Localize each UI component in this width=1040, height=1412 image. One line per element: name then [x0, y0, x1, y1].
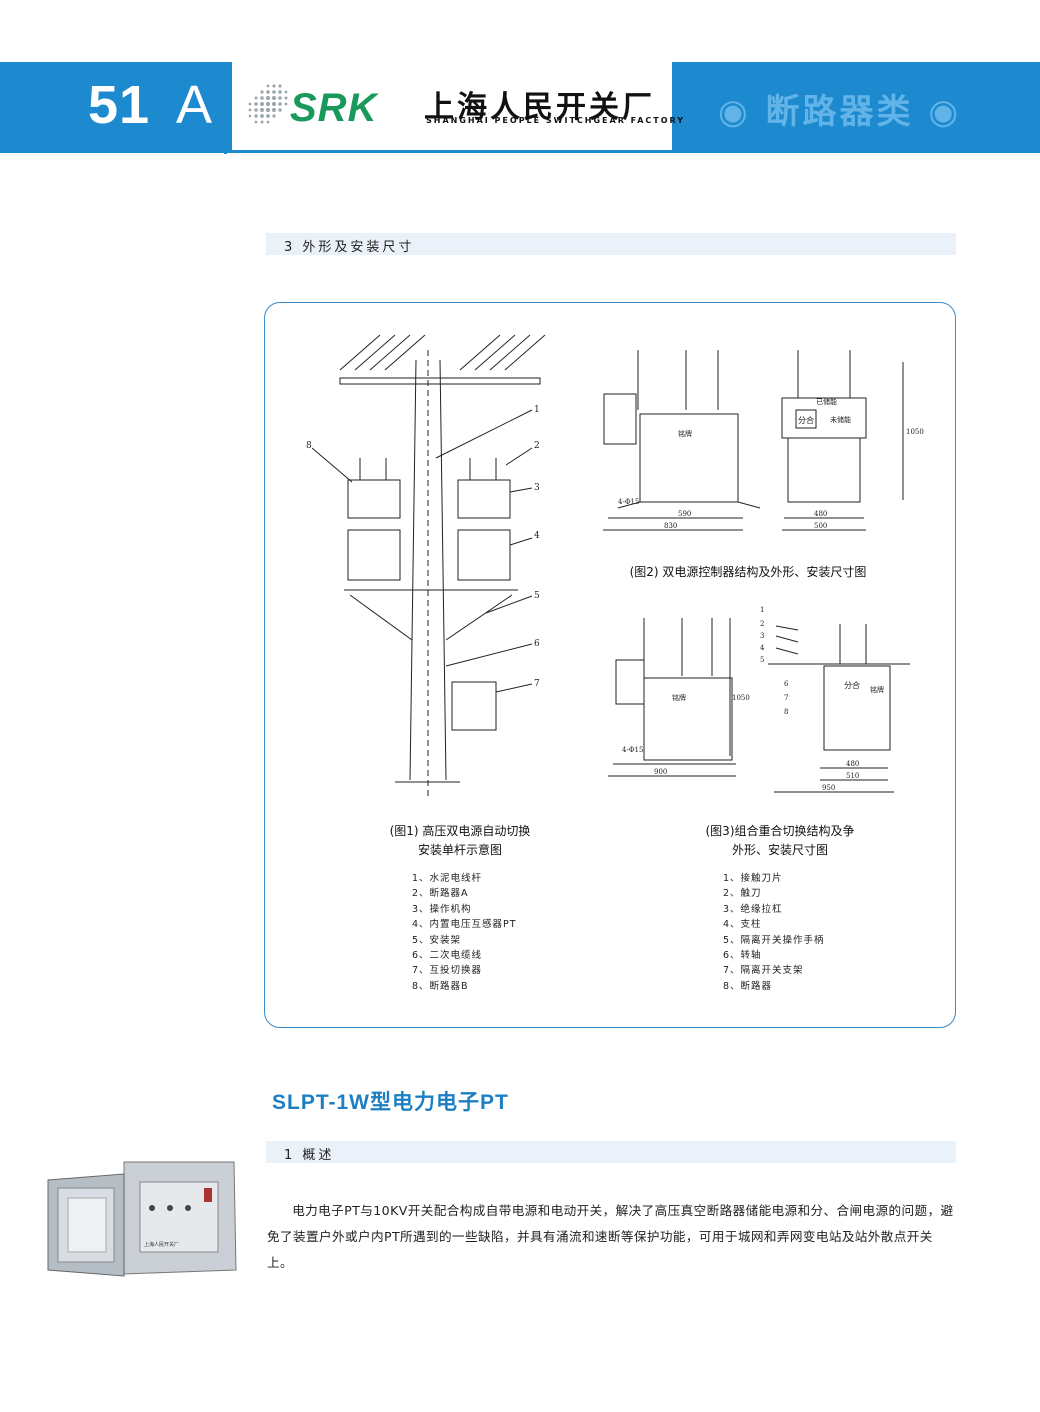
page-suffix: A [176, 75, 213, 135]
legend-item: 8、断路器B [412, 980, 469, 992]
fig1-callout-6: 6 [534, 639, 540, 649]
dot-pattern-icon [248, 84, 288, 124]
figure3-caption-line1: (图3)组合重合切换结构及争 [705, 824, 855, 838]
header-underline [0, 150, 1040, 153]
figure1-caption: (图1) 高压双电源自动切换 安装单杆示意图 [340, 822, 580, 860]
brand-logo: SRK [290, 86, 378, 130]
header-divider [224, 62, 227, 154]
figure1-legend: 1、水泥电线杆 2、断路器A 3、操作机构 4、内置电压互感器PT 5、安装架 … [412, 871, 517, 994]
section-heading-overview: 1 概述 [284, 1148, 335, 1163]
legend-item: 7、隔离开关支架 [723, 965, 804, 977]
fig3-callout-2: 2 [760, 620, 764, 628]
section-bar-install [266, 233, 956, 255]
page-number: 51 [88, 75, 151, 135]
fig1-callout-8: 8 [306, 441, 312, 451]
fig1-callout-1: 1 [534, 405, 540, 415]
legend-item: 6、转轴 [723, 950, 762, 962]
legend-item: 1、接触刀片 [723, 873, 783, 884]
fig2-dim-480: 480 [814, 510, 827, 518]
fig3-dim-480: 480 [846, 760, 859, 768]
fig3-dim-holes: 4-Φ15 [622, 746, 643, 754]
figure3-recloser-diagram: 铭牌 分合 铭牌 4-Φ15 900 1050 480 510 950 1 2 … [608, 606, 910, 793]
category-label: ◉ 断路器类 ◉ [718, 92, 962, 132]
figure1-caption-line2: 安装单杆示意图 [417, 843, 502, 857]
figure3-caption: (图3)组合重合切换结构及争 外形、安装尺寸图 [660, 822, 900, 860]
overview-text: 电力电子PT与10KV开关配合构成自带电源和电动开关，解决了高压真空断路器储能电… [267, 1203, 954, 1270]
fig1-callout-5: 5 [534, 591, 540, 601]
legend-item: 1、水泥电线杆 [412, 873, 483, 884]
figure2-controller-diagram: 铭牌 分合 已储能 未储能 4-Φ15 590 830 480 500 1050 [603, 350, 924, 531]
fig1-callout-7: 7 [534, 679, 540, 689]
product-title: SLPT-1W型电力电子PT [272, 1091, 509, 1114]
fig3-dim-900: 900 [654, 768, 667, 776]
fig1-callout-3: 3 [534, 483, 540, 493]
photo-label: 上海人民开关厂 [144, 1241, 179, 1248]
figure1-caption-line1: (图1) 高压双电源自动切换 [389, 824, 531, 838]
fig2-charged-label: 已储能 [816, 397, 837, 406]
fig3-callout-6: 6 [784, 680, 789, 688]
fig2-dim-830: 830 [664, 522, 677, 530]
header-logo-area [232, 62, 672, 150]
figure2-caption: (图2) 双电源控制器结构及外形、安装尺寸图 [629, 565, 867, 579]
fig3-callout-1: 1 [760, 606, 764, 614]
legend-item: 3、操作机构 [412, 903, 472, 915]
fig2-dim-500: 500 [814, 522, 827, 530]
fig2-dim-holes: 4-Φ15 [618, 498, 639, 506]
fig3-callout-5: 5 [760, 656, 764, 664]
fig3-plate-label: 铭牌 [672, 693, 686, 702]
legend-item: 6、二次电缆线 [412, 950, 483, 962]
figure3-legend: 1、接触刀片 2、触刀 3、绝缘拉杠 4、支柱 5、隔离开关操作手柄 6、转轴 … [723, 871, 825, 994]
company-name-en: SHANGHAI PEOPLE SWITCHGEAR FACTORY [426, 116, 686, 125]
section-bar-overview [266, 1141, 956, 1163]
legend-item: 4、内置电压互感器PT [412, 919, 517, 931]
legend-item: 4、支柱 [723, 919, 762, 931]
fig3-plate-label-side: 铭牌 [870, 685, 884, 694]
figure3-caption-line2: 外形、安装尺寸图 [731, 843, 828, 857]
legend-item: 2、断路器A [412, 888, 469, 900]
fig2-switch-label: 分合 [798, 415, 814, 425]
fig3-callout-3: 3 [760, 632, 764, 640]
fig2-dim-1050: 1050 [906, 428, 924, 436]
legend-item: 5、安装架 [412, 934, 462, 946]
fig3-dim-1050: 1050 [732, 694, 750, 702]
fig2-plate-label: 铭牌 [678, 429, 692, 438]
legend-item: 3、绝缘拉杠 [723, 903, 783, 915]
fig3-dim-510: 510 [846, 772, 859, 780]
overview-paragraph: 电力电子PT与10KV开关配合构成自带电源和电动开关，解决了高压真空断路器储能电… [267, 1198, 957, 1276]
company-name-cn: 上海人民开关厂 [424, 90, 655, 125]
legend-item: 2、触刀 [723, 888, 762, 900]
fig2-dim-590: 590 [678, 510, 691, 518]
fig1-callout-2: 2 [534, 441, 540, 451]
fig2-uncharged-label: 未储能 [830, 415, 851, 424]
legend-item: 8、断路器 [723, 980, 773, 992]
fig3-dim-950: 950 [822, 784, 835, 792]
section-heading-install: 3 外形及安装尺寸 [284, 240, 415, 255]
fig3-callout-4: 4 [760, 644, 765, 652]
product-photo: 上海人民开关厂 [47, 1161, 237, 1277]
fig3-callout-7: 7 [784, 694, 788, 702]
fig3-callout-8: 8 [784, 708, 788, 716]
fig1-callout-4: 4 [534, 531, 540, 541]
legend-item: 5、隔离开关操作手柄 [723, 934, 825, 946]
legend-item: 7、互投切换器 [412, 965, 483, 977]
figure1-pole-diagram: 1 2 3 4 5 6 7 8 [306, 334, 546, 800]
fig3-switch-label: 分合 [844, 680, 860, 690]
